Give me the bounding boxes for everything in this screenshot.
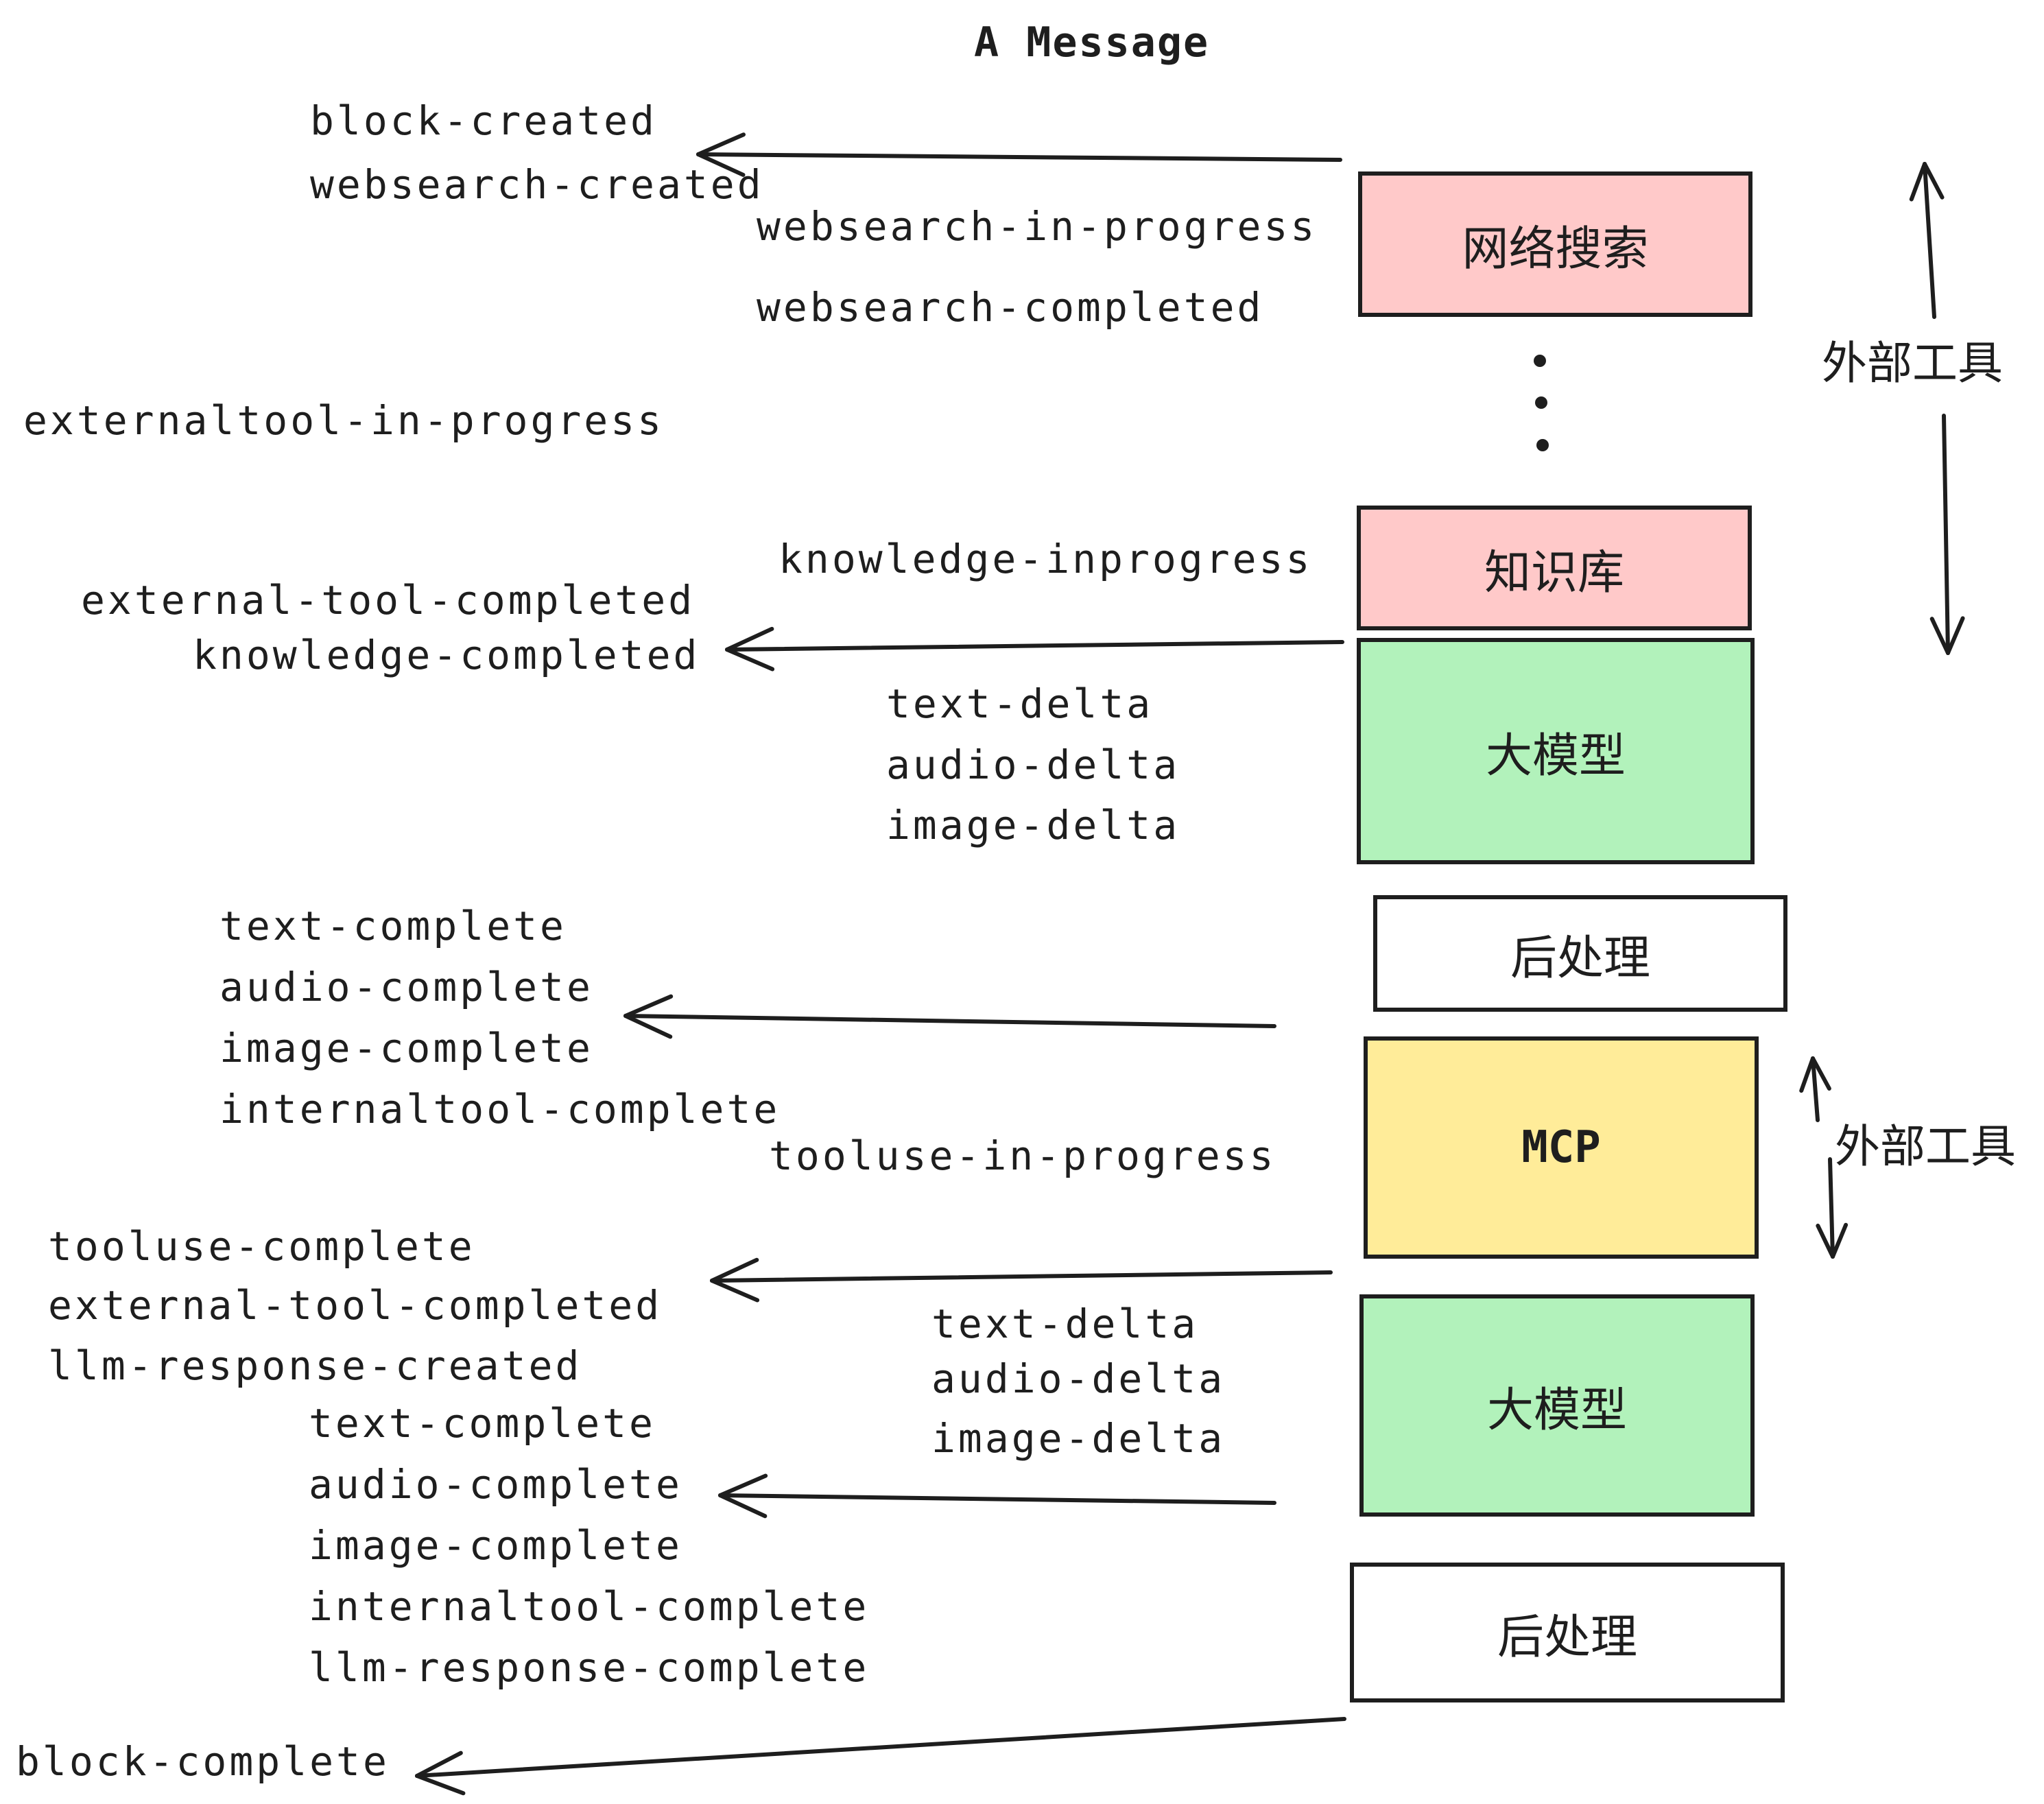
box-label-knowledge: 知识库 [1484,545,1624,600]
event-label: text-delta [886,680,1154,727]
ellipsis-dot [1536,439,1549,451]
box-label-llm-1: 大模型 [1485,728,1626,783]
event-label: image-delta [931,1415,1226,1462]
arrow-to-image-complete [623,994,1276,1039]
event-label: tooluse-complete [48,1223,475,1270]
side-label-external-tools-2: 外部工具 [1835,1120,2016,1173]
event-label: text-complete [309,1400,656,1447]
event-label: internaltool-complete [309,1583,870,1630]
event-label: websearch-in-progress [757,203,1318,250]
box-label-llm-2: 大模型 [1486,1383,1627,1438]
box-websearch: 网络搜索 [1358,171,1752,317]
box-label-websearch: 网络搜索 [1462,222,1649,276]
event-label: block-complete [16,1738,390,1785]
arrow-external-tools-1-down [1929,414,1965,655]
box-label-postprocess-2: 后处理 [1497,1610,1637,1665]
event-label: knowledge-inprogress [779,536,1313,582]
event-label: text-delta [931,1301,1199,1347]
diagram-title: A Message [974,19,1210,67]
event-label: image-delta [886,802,1180,848]
event-label: internaltool-complete [219,1086,781,1132]
box-label-postprocess-1: 后处理 [1510,931,1650,986]
box-label-mcp: MCP [1521,1122,1601,1173]
event-label: websearch-created [310,161,764,208]
event-label: external-tool-completed [48,1282,663,1329]
event-label: audio-complete [309,1461,682,1508]
box-llm-1: 大模型 [1357,638,1755,864]
ellipsis-dot [1534,355,1546,367]
arrow-external-tools-1-up [1909,162,1945,319]
side-label-external-tools-1: 外部工具 [1822,337,2003,390]
box-llm-2: 大模型 [1359,1294,1755,1517]
event-label: externaltool-in-progress [23,397,665,444]
arrow-to-external-tool-completed [710,1257,1333,1303]
event-label: audio-complete [219,964,593,1010]
event-label: websearch-completed [757,284,1264,331]
event-label: llm-response-complete [309,1644,870,1691]
box-mcp: MCP [1364,1036,1759,1259]
event-label: image-complete [219,1025,593,1071]
arrow-external-tools-2-down [1816,1157,1849,1259]
event-label: knowledge-completed [193,632,700,678]
box-knowledge: 知识库 [1357,506,1752,630]
event-label: text-complete [219,903,567,949]
arrow-to-websearch-created [696,132,1342,177]
box-postprocess-2: 后处理 [1350,1563,1785,1702]
arrow-to-block-complete [415,1717,1346,1796]
event-label: block-created [310,97,657,144]
box-postprocess-1: 后处理 [1373,895,1787,1012]
arrow-to-knowledge-completed [725,626,1344,672]
event-label: image-complete [309,1522,682,1569]
event-label: llm-response-created [48,1342,582,1389]
ellipsis-dot [1535,396,1547,409]
event-label: external-tool-completed [81,577,696,624]
arrow-external-tools-2-up [1799,1056,1831,1122]
event-label: audio-delta [931,1355,1226,1402]
event-label: tooluse-in-progress [769,1132,1276,1179]
event-label: audio-delta [886,741,1180,788]
arrow-to-audio-complete [718,1473,1276,1519]
